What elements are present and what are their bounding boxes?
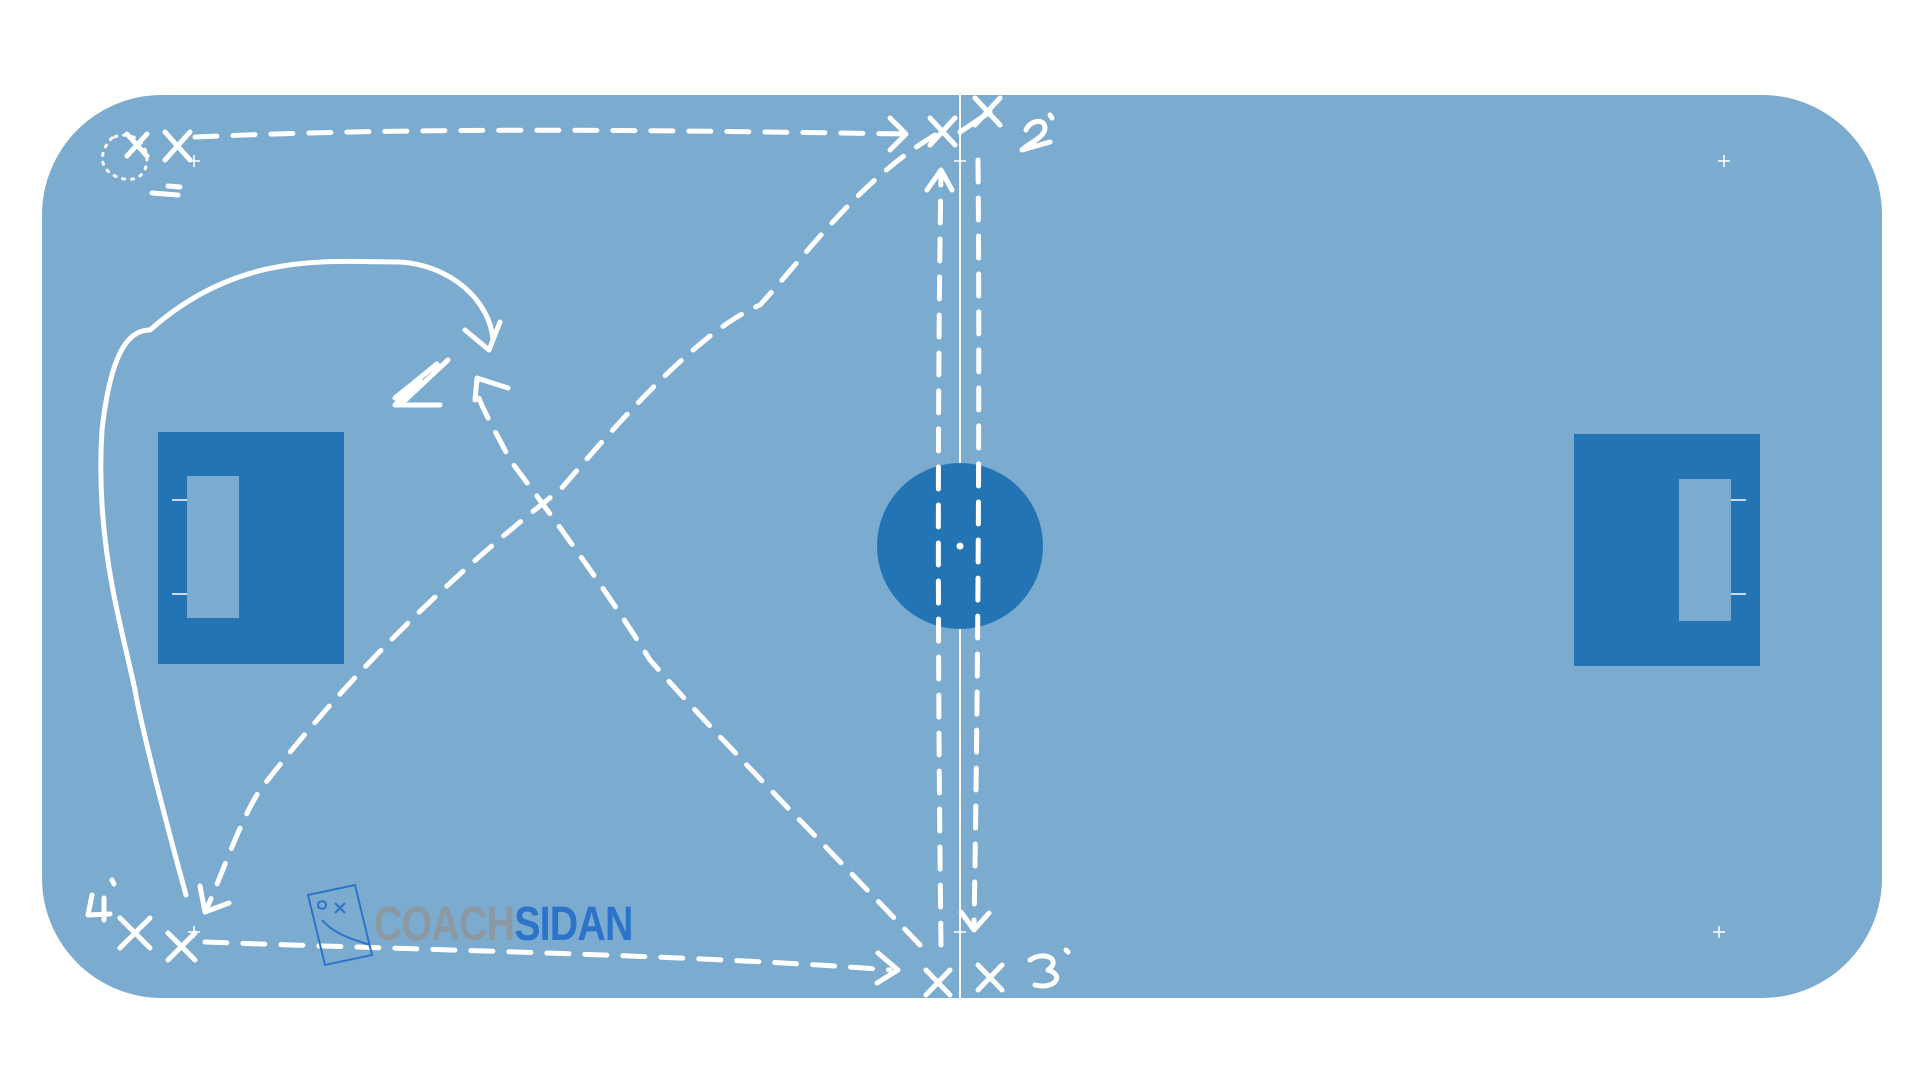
arrowhead-3-to-2 [924,167,955,193]
pass-arrow-3-to-2 [935,169,944,948]
left-penalty-area [158,432,344,664]
ball-pile-icon [101,133,149,181]
right-goal-area [1679,479,1731,621]
corner-marker-bottom-center [954,926,966,938]
shot-arrow [392,357,451,408]
arrowhead-2-to-3 [958,909,992,933]
player-4-marker [117,915,198,963]
player-3-marker [923,962,1005,998]
logo-text-sidan: SIDAN [514,898,633,951]
player-1-label-mark [149,183,183,198]
corner-marker-top-center [954,155,966,167]
arrowhead-1-to-2 [887,115,909,153]
player-3 [923,947,1071,998]
coachsidan-logo: COACHSIDAN [374,895,633,955]
pass-arrow-4-to-3 [202,939,893,973]
player-1-marker [124,129,193,163]
player-3-label-mark [1027,947,1071,989]
right-penalty-area [1574,434,1760,666]
pass-arrow-3-to-penalty-area [473,377,923,948]
player-4 [85,877,198,963]
player-2-marker [927,95,1003,148]
left-goal-area [187,476,239,618]
pass-arrow-2-to-3 [971,157,982,928]
arrowhead-3-to-penalty-area [472,375,511,403]
player-2 [927,95,1055,153]
player-2-label-mark [1019,112,1055,153]
center-spot [956,542,964,550]
tactics-board-icon [306,883,374,967]
corner-markers [188,155,1730,938]
player-4-label-mark [85,877,117,923]
arrowhead-4-to-3 [874,950,901,986]
arrowhead-2-to-4 [197,883,232,915]
logo-text-coach: COACH [374,898,515,951]
chalk-drawing [85,95,1071,998]
pass-arrow-2-to-4 [203,132,938,913]
player-1 [101,129,193,198]
pass-arrow-1-to-2 [192,127,908,140]
arrowhead-run-player-4 [462,319,503,353]
corner-marker-bottom-right [1713,926,1725,938]
run-arrow-player-4 [98,258,496,898]
corner-marker-top-right [1718,155,1730,167]
